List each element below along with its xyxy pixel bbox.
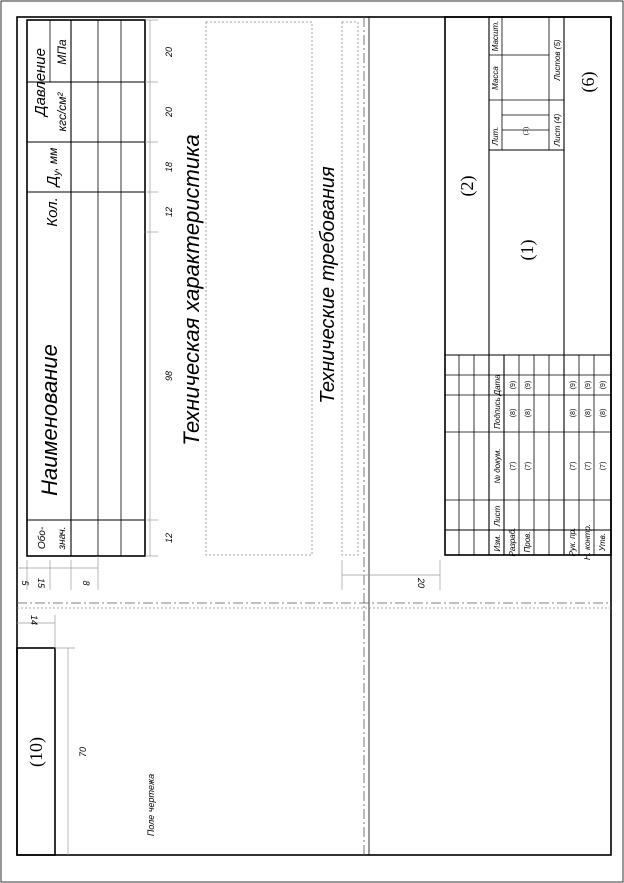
ref9-5: (9) [600, 381, 607, 390]
izm-label: Изм. [493, 534, 502, 551]
signature-label: Подпись [493, 397, 502, 429]
col-qty-header: Кол. [44, 197, 61, 226]
col-du-header: Ду, мм [44, 148, 63, 189]
field-2-label: (2) [457, 176, 478, 197]
ref7-2: (7) [525, 462, 532, 471]
ref8-4: (8) [585, 409, 592, 418]
ref8-3: (8) [570, 409, 577, 418]
ref9-1: (9) [510, 381, 517, 390]
ref9-2: (9) [525, 381, 532, 390]
role-ruk: Рук. пр. [568, 528, 577, 557]
col-designation-header-1: Обо- [36, 526, 48, 549]
list-label: Лист [493, 505, 502, 527]
lit-label: Лит. [491, 127, 500, 147]
field-10-box [16, 647, 56, 856]
tech-requirements-title: Технические требования [317, 166, 339, 404]
role-prov: Пров. [523, 531, 532, 552]
drawing-field-label: Поле чертежа [146, 774, 156, 836]
title-block [444, 16, 612, 556]
dim-15: 15 [36, 578, 46, 589]
drawing-frame [16, 16, 612, 856]
field-5-label: Листов (5) [553, 39, 562, 81]
date-label: Дата [493, 374, 502, 397]
doc-no-label: № докум. [493, 448, 502, 483]
role-utv: Утв. [598, 533, 607, 552]
scale-label: Масшт. [491, 21, 500, 52]
tech-requirements-box [341, 21, 359, 556]
col-pressure-unit2: МПа [55, 39, 69, 65]
col-pressure-header: Давление [32, 48, 49, 118]
dim-20-req: 20 [416, 577, 426, 588]
ref8-1: (8) [510, 409, 517, 418]
col-pressure-unit1: кгс/см² [55, 91, 69, 131]
dim-8: 8 [81, 580, 91, 585]
role-nkontr: Н. контр. [583, 524, 592, 560]
dim-12b: 12 [164, 207, 174, 217]
col-designation-header-2: знач. [57, 527, 68, 551]
mass-label: Масса [491, 66, 500, 90]
tech-characteristics-title: Техническая характеристика [179, 134, 204, 446]
role-razrab: Разраб. [508, 528, 517, 557]
dim-98: 98 [164, 371, 174, 381]
field-10-label: (10) [26, 737, 47, 767]
dim-14: 14 [29, 615, 39, 625]
ref7-4: (7) [585, 462, 592, 471]
field-4-label: Лист (4) [553, 113, 562, 147]
dim-20b: 20 [164, 47, 174, 58]
col-name-header: Наименование [37, 344, 62, 496]
field-3-label: (3) [522, 126, 530, 135]
field-1-label: (1) [517, 240, 538, 261]
ref8-5: (8) [600, 409, 607, 418]
dim-20a: 20 [164, 107, 174, 118]
tech-characteristics-box [205, 21, 313, 556]
ref8-2: (8) [525, 409, 532, 418]
ref7-3: (7) [570, 462, 577, 471]
spec-table [26, 19, 158, 557]
ref9-3: (9) [570, 381, 577, 390]
dim-18: 18 [164, 162, 174, 172]
dim-12a: 12 [164, 533, 174, 543]
ref9-4: (9) [585, 381, 592, 390]
dim-70: 70 [78, 747, 88, 757]
field-6-label: (6) [578, 72, 599, 93]
ref7-1: (7) [510, 462, 517, 471]
dim-5: 5 [20, 580, 30, 586]
ref7-5: (7) [600, 462, 607, 471]
